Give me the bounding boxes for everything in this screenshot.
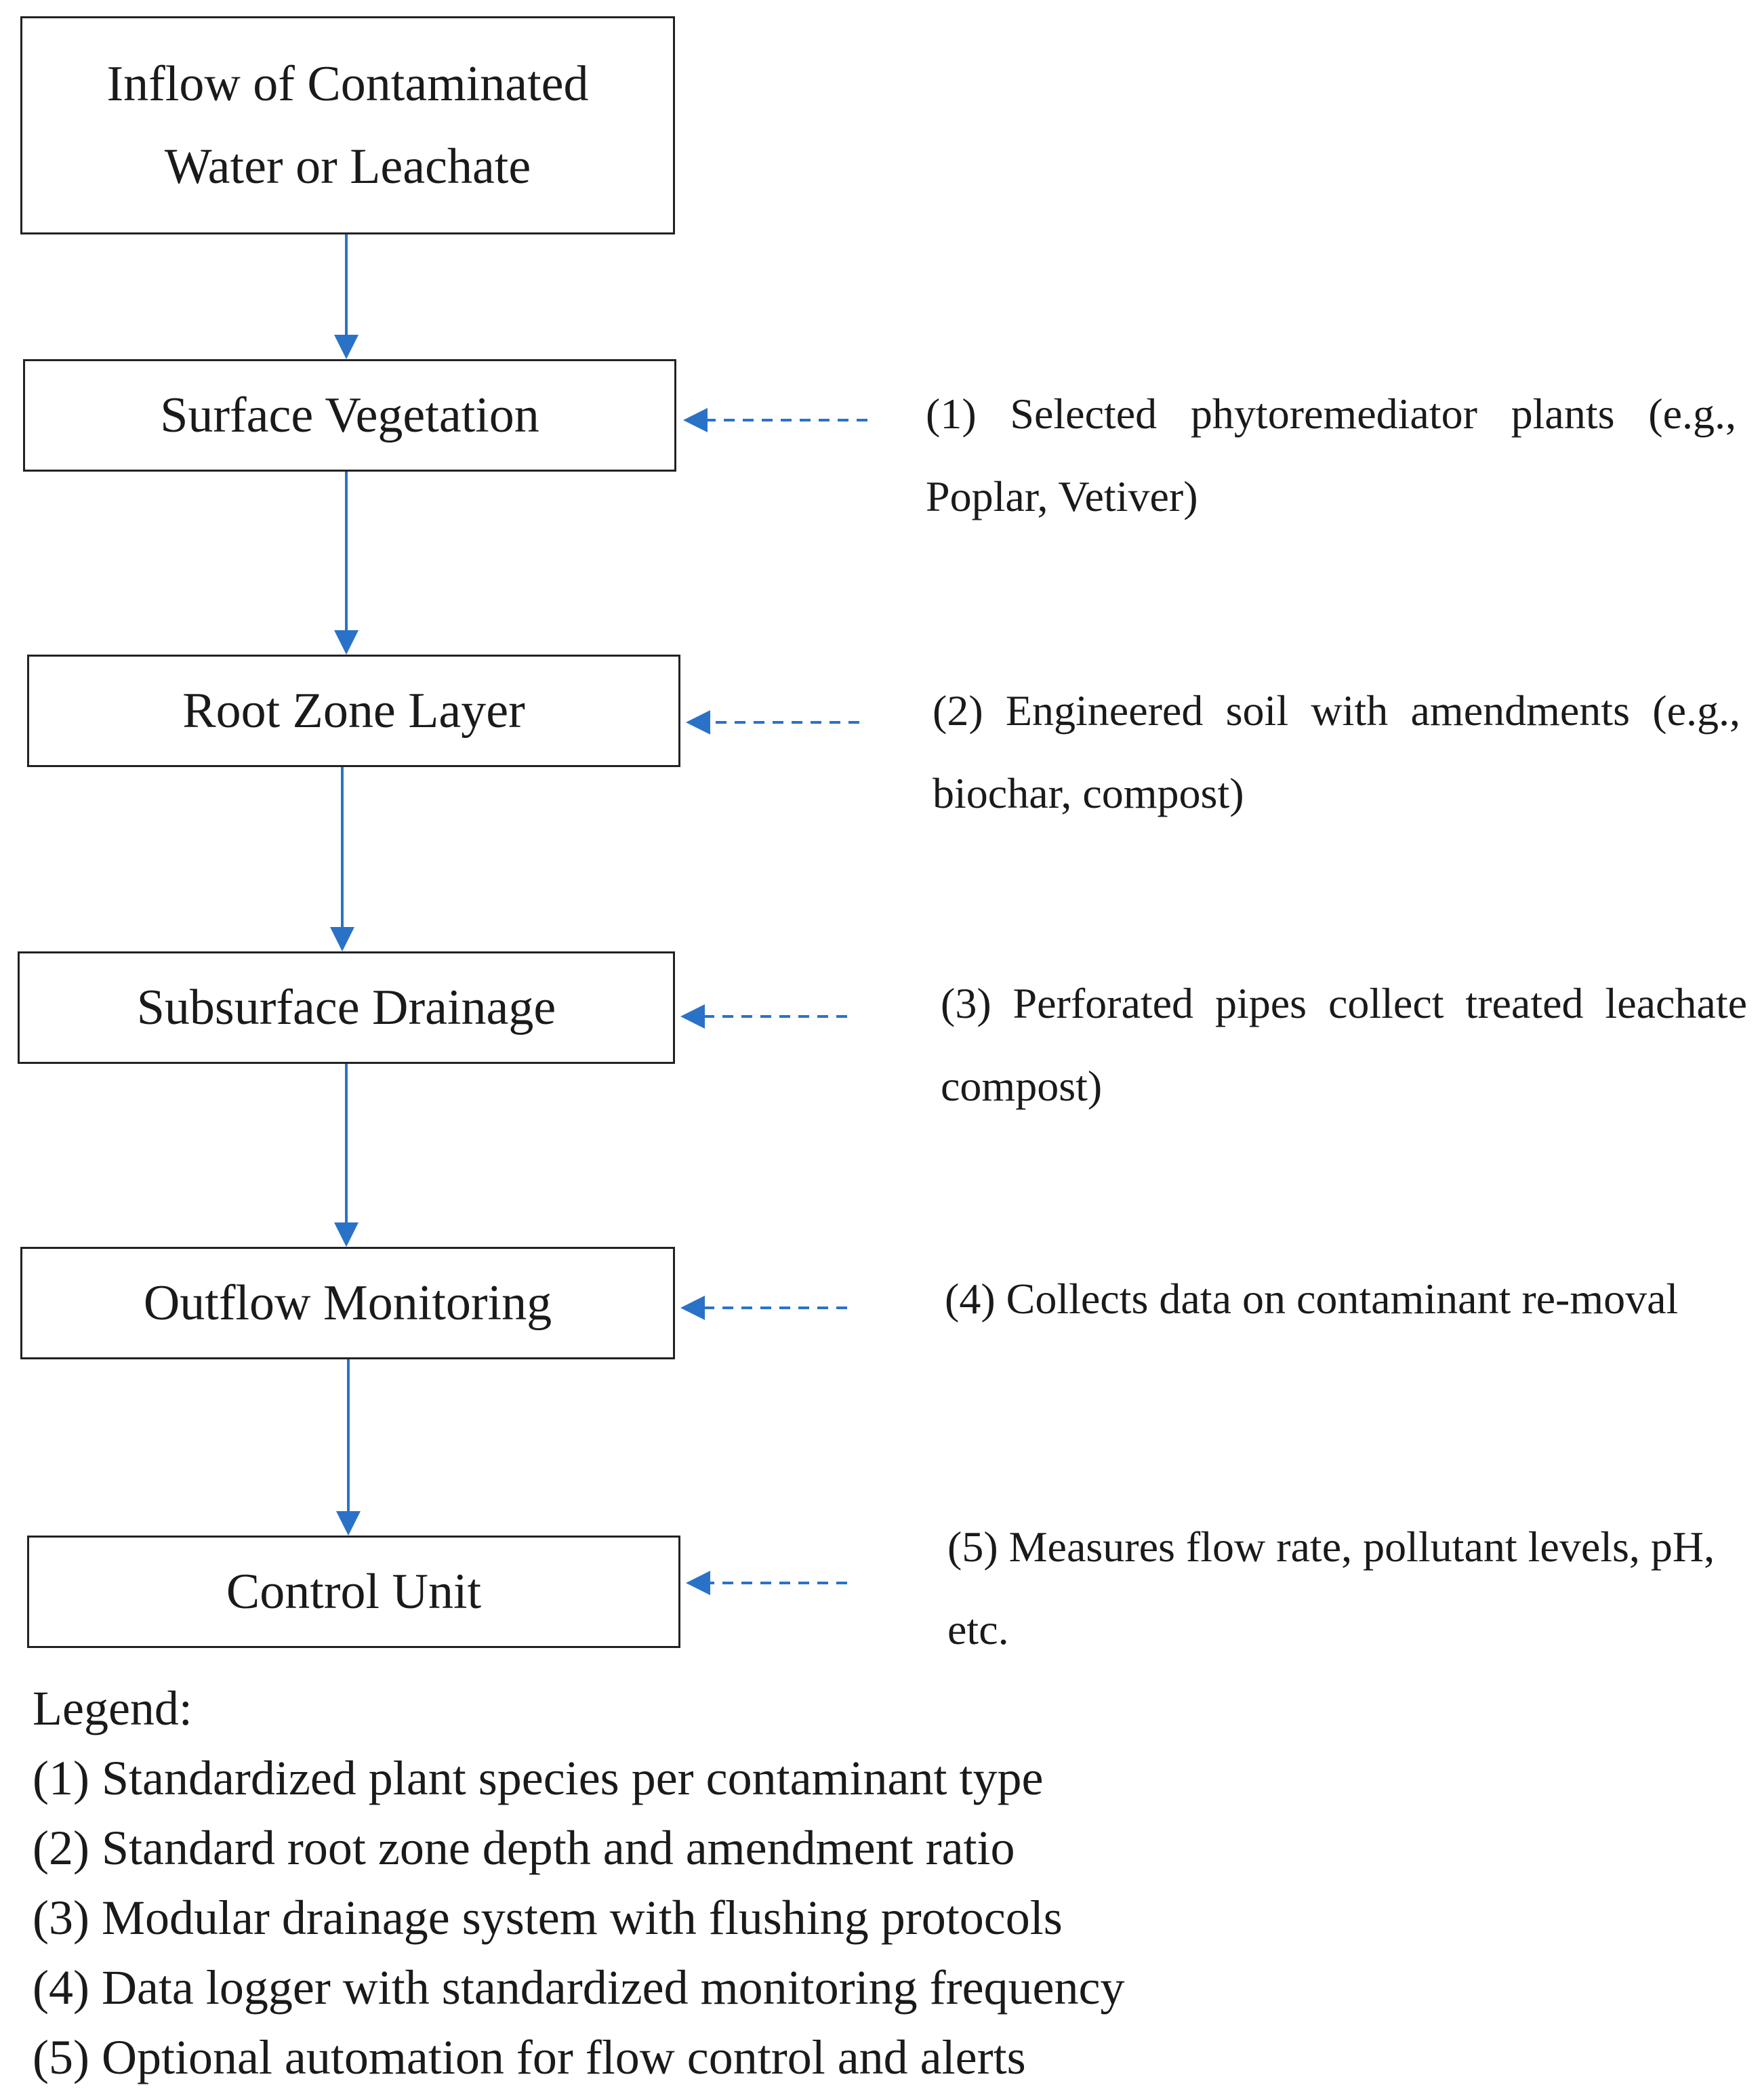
arrowhead-subsurface-to-outflow — [334, 1222, 359, 1247]
legend-item: (2) Standard root zone depth and amendme… — [33, 1821, 1015, 1875]
legend: Legend: (1) Standardized plant species p… — [33, 1674, 1727, 2093]
legend-item: (4) Data logger with standardized monito… — [33, 1960, 1125, 2015]
outflow-monitoring-box: Outflow Monitoring — [20, 1247, 675, 1359]
note-1: (1) Selected phytoremediator plants (e.g… — [926, 390, 1736, 520]
surface-vegetation-label: Surface Vegetation — [160, 387, 539, 443]
arrowhead-root-to-subsurface — [330, 927, 354, 951]
control-unit-box: Control Unit — [27, 1536, 680, 1648]
surface-vegetation-box: Surface Vegetation — [23, 359, 676, 472]
arrowhead-note-3 — [680, 1004, 705, 1029]
inflow-label: Inflow of Contaminated Water or Leachate — [106, 56, 589, 194]
arrowhead-note-1 — [683, 408, 708, 432]
legend-item: (3) Modular drainage system with flushin… — [33, 1891, 1063, 1945]
legend-item: (1) Standardized plant species per conta… — [33, 1751, 1044, 1805]
arrowhead-outflow-to-control — [336, 1511, 361, 1536]
arrowhead-inflow-to-surface — [334, 335, 359, 359]
subsurface-drainage-box: Subsurface Drainage — [18, 951, 675, 1064]
legend-title: Legend: — [33, 1681, 192, 1735]
flow-arrows — [330, 234, 867, 1595]
root-zone-label: Root Zone Layer — [182, 682, 525, 739]
arrowhead-note-5 — [686, 1571, 710, 1595]
subsurface-drainage-label: Subsurface Drainage — [136, 979, 556, 1035]
note-2: (2) Engineered soil with amendments (e.g… — [933, 686, 1740, 817]
note-4: (4) Collects data on contaminant re-mova… — [945, 1275, 1679, 1323]
inflow-box: Inflow of Contaminated Water or Leachate — [20, 16, 675, 234]
legend-item: (5) Optional automation for flow control… — [33, 2030, 1026, 2084]
root-zone-box: Root Zone Layer — [27, 655, 680, 767]
arrowhead-note-2 — [686, 710, 710, 735]
outflow-monitoring-label: Outflow Monitoring — [143, 1275, 552, 1331]
note-3: (3) Perforated pipes collect treated lea… — [941, 979, 1747, 1110]
arrowhead-surface-to-root — [334, 630, 359, 655]
control-unit-label: Control Unit — [226, 1563, 482, 1620]
arrowhead-note-4 — [680, 1296, 705, 1320]
note-5: (5) Measures flow rate, pollutant levels… — [947, 1523, 1715, 1653]
